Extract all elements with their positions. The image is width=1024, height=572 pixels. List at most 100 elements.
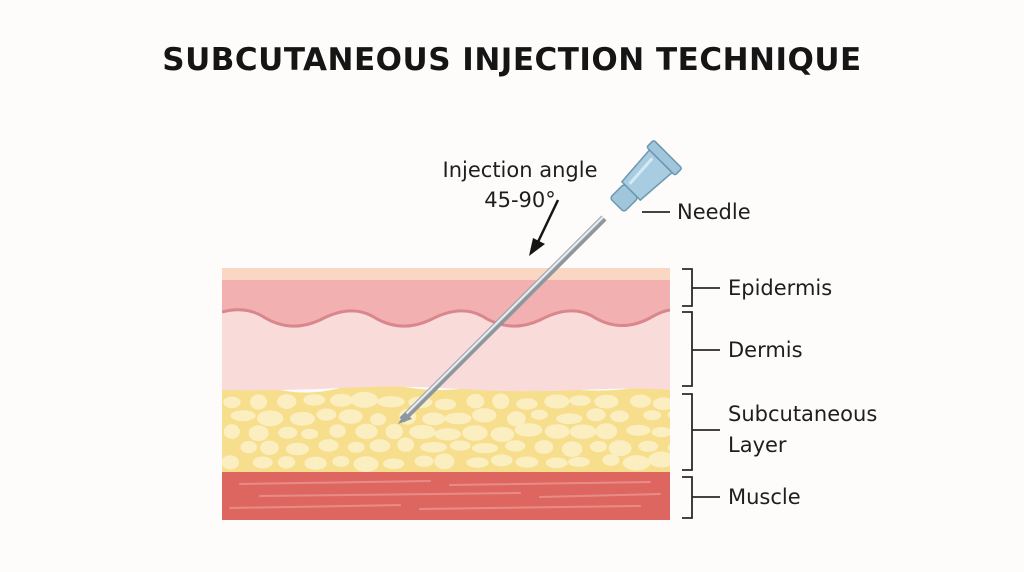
fat-cell (490, 426, 515, 442)
fat-cell (332, 456, 350, 467)
fat-cells (222, 391, 670, 472)
injection-angle-text: Injection angle (442, 158, 598, 182)
fat-cell (414, 455, 434, 467)
fat-cell (449, 440, 471, 451)
needle-hub (610, 140, 682, 212)
fat-cell (338, 409, 363, 424)
injection-angle-label: Injection angle 45-90° (420, 155, 620, 215)
fat-cell (318, 439, 339, 452)
dermis-label: Dermis (728, 338, 803, 362)
epidermis-bracket (682, 268, 720, 307)
fat-cell (422, 412, 446, 426)
muscle-label: Muscle (728, 485, 801, 509)
fat-cell (250, 394, 267, 410)
fat-cell (545, 457, 568, 469)
fat-cell (223, 424, 240, 439)
fat-cell (569, 395, 591, 406)
fat-cell (330, 393, 353, 407)
fat-cell (347, 441, 365, 453)
epidermis-layer (222, 280, 670, 327)
fat-cell (383, 458, 405, 470)
fat-cell (630, 394, 652, 408)
subcutaneous-bracket (682, 393, 720, 471)
fat-cell (568, 456, 590, 467)
fat-cell (260, 440, 279, 455)
fat-cell (408, 425, 436, 439)
fat-cell (230, 410, 256, 422)
fat-cell (329, 424, 346, 438)
needle-shaft-highlight (403, 216, 604, 417)
fat-cell (506, 411, 526, 427)
fat-cell (316, 408, 337, 421)
fat-cell (434, 398, 457, 411)
fat-cell (667, 411, 670, 419)
fat-cell (667, 443, 670, 452)
subcutaneous-label-line2: Layer (728, 433, 787, 457)
fat-cell (569, 424, 597, 439)
fat-cell (466, 457, 489, 468)
fat-cell (303, 394, 326, 406)
fat-cell (385, 423, 403, 440)
fat-cell (278, 426, 298, 439)
fat-cell (370, 413, 387, 426)
fat-cell (355, 423, 378, 440)
fat-cell (589, 441, 607, 453)
fat-cell (626, 424, 651, 436)
fat-cell (444, 412, 472, 425)
label-leaders (642, 211, 720, 519)
fat-cell (544, 424, 570, 439)
fat-cell (651, 427, 670, 438)
fat-cell (534, 440, 554, 454)
fat-cell (471, 443, 499, 454)
fat-cell (277, 394, 297, 409)
fat-cell (638, 440, 659, 452)
fat-cell (622, 455, 651, 471)
fat-cell (377, 396, 405, 408)
fat-cell (301, 428, 319, 440)
fat-cell (472, 408, 497, 423)
fat-cell (257, 410, 284, 427)
needle-bevel-tip (398, 412, 412, 424)
fat-cell (304, 456, 327, 470)
fat-cell (434, 453, 455, 470)
fat-cell (643, 410, 662, 421)
fat-cell (248, 425, 269, 442)
fat-cell (289, 411, 315, 426)
fat-cell (594, 394, 619, 409)
fat-cell (556, 413, 583, 425)
fat-cell (434, 428, 462, 441)
needle-shaft (399, 215, 607, 423)
fat-cell (561, 441, 583, 458)
insertion-direction-arrow (529, 199, 560, 256)
dermal-epidermal-wave (222, 308, 670, 328)
skin-layers (222, 268, 670, 520)
fat-cell (490, 454, 513, 467)
epidermis-top-band (222, 268, 670, 280)
fat-cell (353, 456, 379, 472)
fat-cell (544, 394, 570, 409)
fat-cell (595, 423, 618, 440)
fat-cell (420, 442, 447, 453)
dermis-bracket (682, 311, 720, 387)
fat-cell (648, 451, 670, 468)
injection-angle-range: 45-90° (484, 188, 556, 212)
fat-cell (462, 425, 488, 441)
fat-cell (350, 391, 378, 408)
fat-cell (466, 393, 485, 409)
muscle-fiber-stripes (229, 480, 661, 510)
diagram-title: SUBCUTANEOUS INJECTION TECHNIQUE (162, 42, 862, 78)
fat-cell (608, 440, 632, 456)
fat-cell (652, 397, 670, 410)
fat-cell (516, 398, 538, 410)
fat-cell (240, 440, 257, 454)
subcutaneous-label: Subcutaneous Layer (728, 399, 877, 461)
dermis-layer (222, 309, 670, 392)
fat-cell (222, 455, 239, 470)
fat-cell (223, 396, 241, 408)
fat-cell (530, 409, 548, 420)
fat-cell (492, 393, 510, 410)
muscle-bracket (682, 476, 720, 519)
needle (398, 140, 682, 424)
fat-cell (602, 454, 620, 466)
